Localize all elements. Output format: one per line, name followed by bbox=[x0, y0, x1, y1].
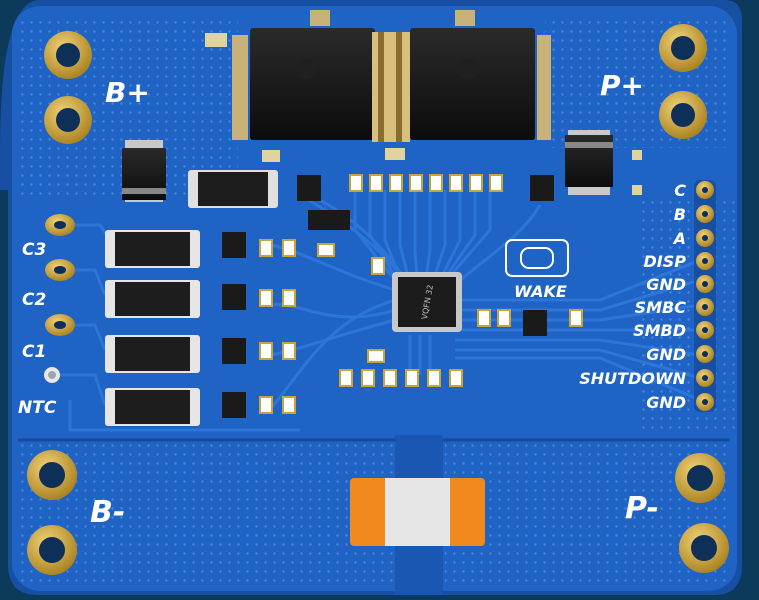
mounting-hole-icon bbox=[27, 24, 729, 575]
label-p-plus: P+ bbox=[600, 69, 644, 102]
pin-label-c: C bbox=[674, 181, 686, 200]
label-b-minus: B- bbox=[90, 495, 125, 530]
balance-resistors bbox=[105, 230, 200, 426]
header-labels: C B A DISP GND SMBC SMBD GND SHUTDOWN GN… bbox=[579, 181, 686, 412]
label-c2: C2 bbox=[22, 290, 46, 310]
power-mosfets bbox=[205, 10, 551, 162]
controller-ic: VQFN 32 bbox=[392, 272, 462, 332]
sot-transistors bbox=[222, 175, 554, 418]
pin-label-a: A bbox=[672, 229, 686, 248]
sense-resistor-top bbox=[188, 170, 278, 208]
push-button-icon[interactable] bbox=[505, 239, 569, 277]
pin-label-gnd-3: GND bbox=[646, 393, 686, 412]
label-b-plus: B+ bbox=[105, 76, 150, 109]
label-c1: C1 bbox=[22, 342, 46, 362]
header-pins-right bbox=[694, 180, 716, 412]
diode-components bbox=[122, 130, 642, 202]
pin-label-gnd-1: GND bbox=[646, 275, 686, 294]
header-pad-icon bbox=[45, 214, 75, 336]
smd-passives bbox=[259, 174, 583, 414]
label-ntc: NTC bbox=[18, 398, 57, 418]
current-shunt-resistor bbox=[350, 478, 485, 546]
pin-label-gnd-2: GND bbox=[646, 345, 686, 364]
pin-label-shutdown: SHUTDOWN bbox=[579, 369, 686, 388]
thermistor-icon bbox=[44, 367, 60, 383]
pin-label-smbc: SMBC bbox=[635, 298, 687, 317]
label-c3: C3 bbox=[22, 240, 46, 260]
pin-label-b: B bbox=[674, 205, 686, 224]
pcb-traces bbox=[60, 190, 701, 432]
pin-label-disp: DISP bbox=[644, 252, 687, 271]
pin-label-smbd: SMBD bbox=[633, 321, 686, 340]
label-p-minus: P- bbox=[625, 491, 659, 526]
label-wake: WAKE bbox=[514, 282, 567, 301]
